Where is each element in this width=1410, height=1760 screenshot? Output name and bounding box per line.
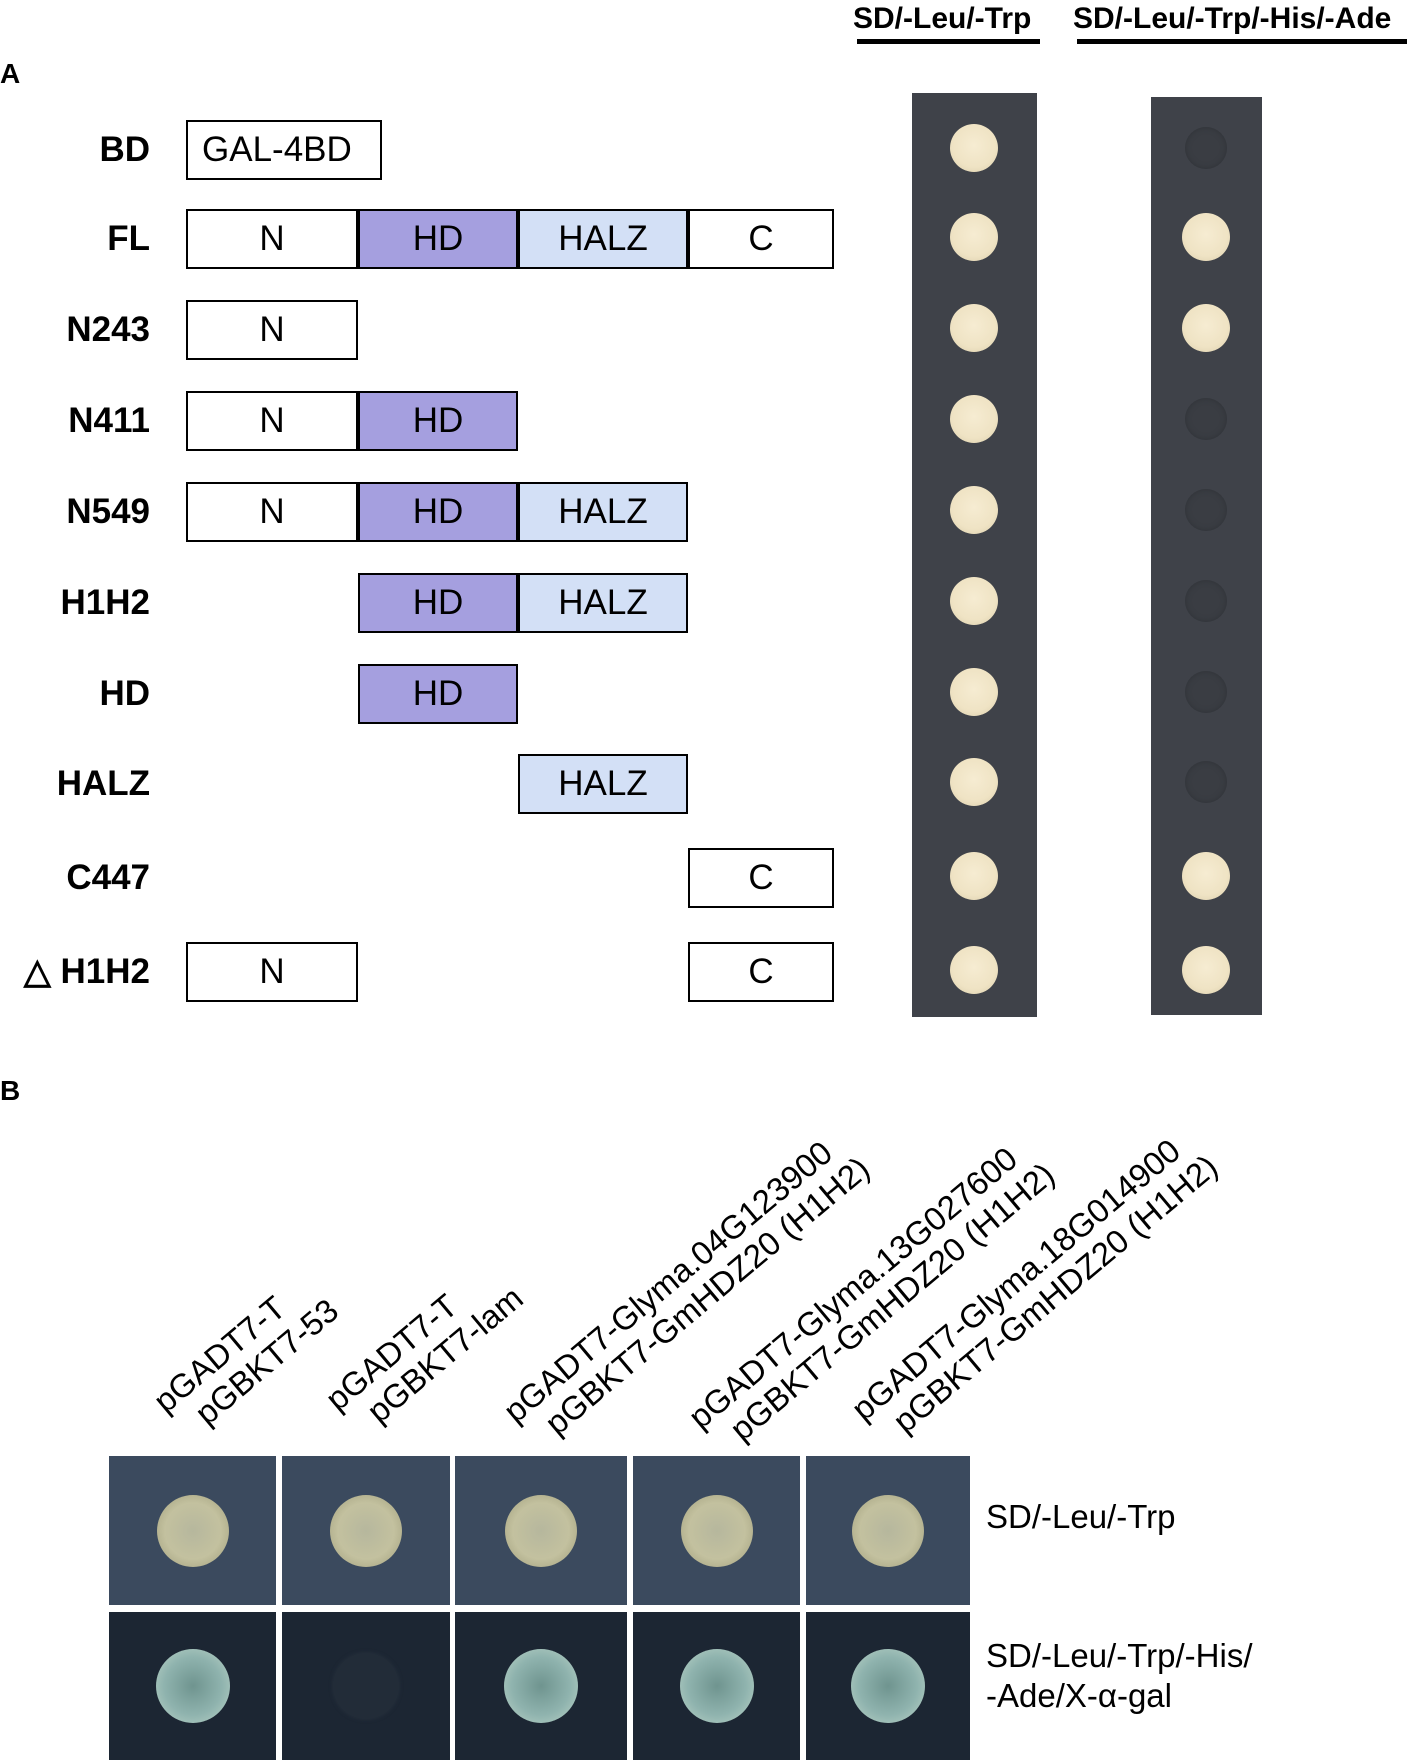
yeast-colony [1182,304,1230,352]
no-growth-spot [1185,580,1227,622]
domain-hd: HD [358,664,518,724]
domain-n: N [186,300,358,360]
domain-hd: HD [358,573,518,633]
no-growth-spot [1185,671,1227,713]
construct-label: FL [107,219,150,258]
condition-label-row-2-line-1: SD/-Leu/-Trp/-His/ [986,1637,1253,1674]
domain-n: N [186,209,358,269]
construct-label: △ H1H2 [23,952,150,991]
construct-label: N411 [68,401,150,440]
yeast-colony [680,1494,753,1567]
condition-label-row-1-text: SD/-Leu/-Trp [986,1498,1176,1535]
yeast-colony [950,668,998,716]
domain-bd: GAL-4BD [186,120,382,180]
assay-tile [109,1612,276,1760]
blue-yeast-colony [504,1649,578,1723]
panel-a-letter: A [0,58,21,89]
yeast-colony [950,124,998,172]
construct-label: H1H2 [60,583,150,622]
domain-n: N [186,391,358,451]
assay-tile [282,1612,450,1760]
construct-label: N243 [66,310,150,349]
assay-tile [633,1456,800,1605]
yeast-colony [950,946,998,994]
yeast-colony [1182,852,1230,900]
no-growth-spot [1185,489,1227,531]
medium-header-2: SD/-Leu/-Trp/-His/-Ade [1073,2,1392,35]
domain-n: N [186,942,358,1002]
yeast-colony [1182,213,1230,261]
domain-halz: HALZ [518,482,688,542]
assay-tile [455,1612,627,1760]
assay-tile [633,1612,800,1760]
assay-tile [109,1456,276,1605]
no-growth-spot [1185,761,1227,803]
yeast-colony [950,304,998,352]
yeast-colony [950,758,998,806]
construct-label: BD [99,130,150,169]
domain-n: N [186,482,358,542]
yeast-colony [505,1494,577,1567]
assay-tile [806,1612,970,1760]
no-growth-spot [1185,127,1227,169]
no-growth-spot [1185,398,1227,440]
blue-yeast-colony [679,1649,754,1723]
yeast-colony [950,852,998,900]
assay-tile [806,1456,970,1605]
no-growth-spot [333,1653,399,1719]
medium-header-1-underline [857,39,1040,44]
domain-halz: HALZ [518,209,688,269]
yeast-colony [852,1494,924,1567]
assay-tile [282,1456,450,1605]
yeast-colony [950,213,998,261]
domain-halz: HALZ [518,573,688,633]
yeast-colony [950,577,998,625]
yeast-colony [1182,946,1230,994]
condition-label-row-1: SD/-Leu/-Trp [986,1497,1176,1537]
domain-hd: HD [358,391,518,451]
domain-hd: HD [358,209,518,269]
assay-tile [455,1456,627,1605]
yeast-colony [950,395,998,443]
construct-label: HALZ [56,764,150,803]
domain-halz: HALZ [518,754,688,814]
panel-b-letter: B [0,1075,21,1106]
medium-header-1: SD/-Leu/-Trp [853,2,1032,35]
blue-yeast-colony [851,1649,925,1723]
domain-hd: HD [358,482,518,542]
medium-header-2-underline [1077,39,1407,44]
blue-yeast-colony [155,1649,230,1723]
yeast-colony [156,1494,229,1567]
domain-c: C [688,942,834,1002]
condition-label-row-2: SD/-Leu/-Trp/-His/ -Ade/X-α-gal [986,1636,1252,1716]
yeast-colony [330,1494,402,1567]
construct-label: N549 [66,492,150,531]
condition-label-row-2-line-2: -Ade/X-α-gal [986,1677,1172,1714]
construct-label: C447 [66,858,150,897]
construct-label: HD [99,674,150,713]
domain-c: C [688,848,834,908]
yeast-colony [950,486,998,534]
domain-c: C [688,209,834,269]
